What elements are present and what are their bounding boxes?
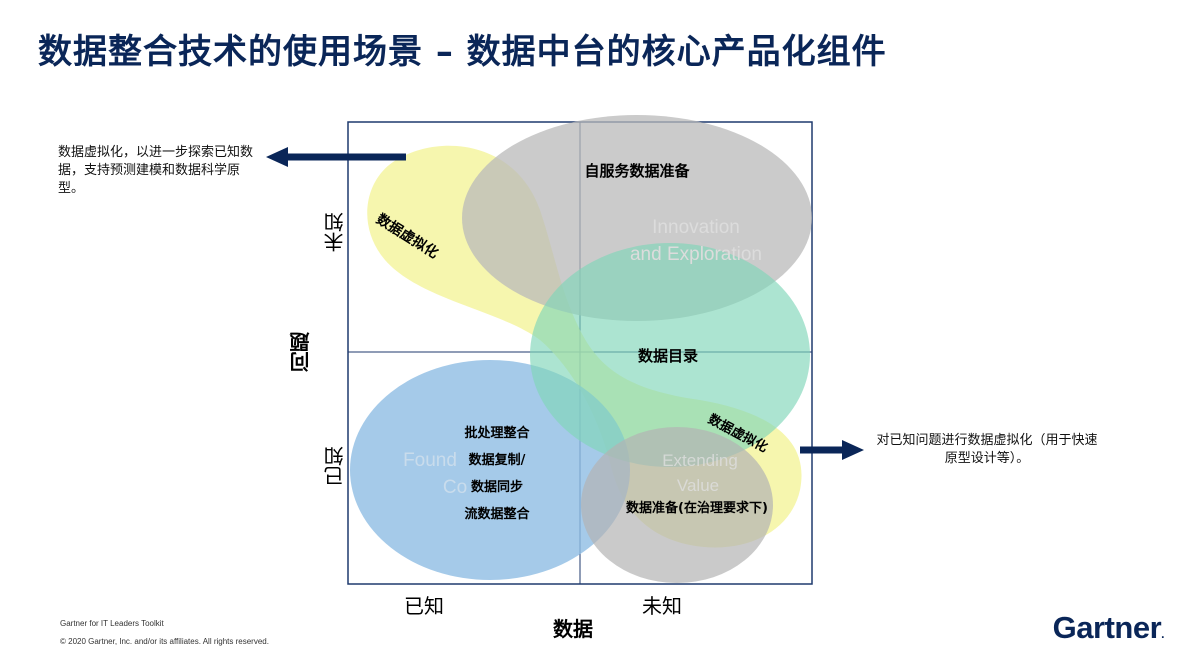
logo-text: Gartner <box>1052 610 1162 645</box>
integration-label-1: 批处理整合 <box>464 425 530 441</box>
integration-label-2: 数据复制/ <box>469 452 526 468</box>
innovation-label-line1: Innovation <box>652 217 740 238</box>
left-note: 数据虚拟化，以进一步探索已知数据，支持预测建模和数据科学原型。 <box>58 145 254 196</box>
footer-toolkit: Gartner for IT Leaders Toolkit <box>60 619 164 628</box>
x-axis-right-label: 未知 <box>642 594 682 618</box>
y-axis-top-label: 未知 <box>323 212 347 252</box>
value-ellipse <box>581 427 773 583</box>
self-service-label: 自服务数据准备 <box>584 162 690 180</box>
catalog-ellipse <box>530 243 810 467</box>
value-partial-label-1: Extending <box>662 451 738 470</box>
integration-label-4: 流数据整合 <box>464 506 530 522</box>
y-axis-bottom-label: 已知 <box>323 446 347 486</box>
right-arrow-head <box>842 440 864 460</box>
left-arrow-head <box>266 147 288 167</box>
found-partial-label: Found <box>403 450 457 471</box>
y-axis-title: 问题 <box>289 332 313 372</box>
logo-mark: . <box>1161 627 1164 641</box>
right-note: 对已知问题进行数据虚拟化（用于快速原型设计等）。 <box>876 433 1098 466</box>
prep-governance-label: 数据准备(在治理要求下) <box>626 500 768 516</box>
footer-copyright: © 2020 Gartner, Inc. and/or its affiliat… <box>60 637 269 646</box>
slide-title: 数据整合技术的使用场景 – 数据中台的核心产品化组件 <box>38 32 887 72</box>
x-axis-left-label: 已知 <box>404 594 444 618</box>
innovation-label-line2: and Exploration <box>630 244 762 265</box>
x-axis-title: 数据 <box>553 617 593 641</box>
catalog-label: 数据目录 <box>638 347 698 365</box>
value-partial-label-2: Value <box>677 476 719 495</box>
gartner-logo: Gartner. <box>1052 610 1165 646</box>
integration-label-3: 数据同步 <box>471 479 523 495</box>
co-partial-label: Co <box>443 477 467 498</box>
